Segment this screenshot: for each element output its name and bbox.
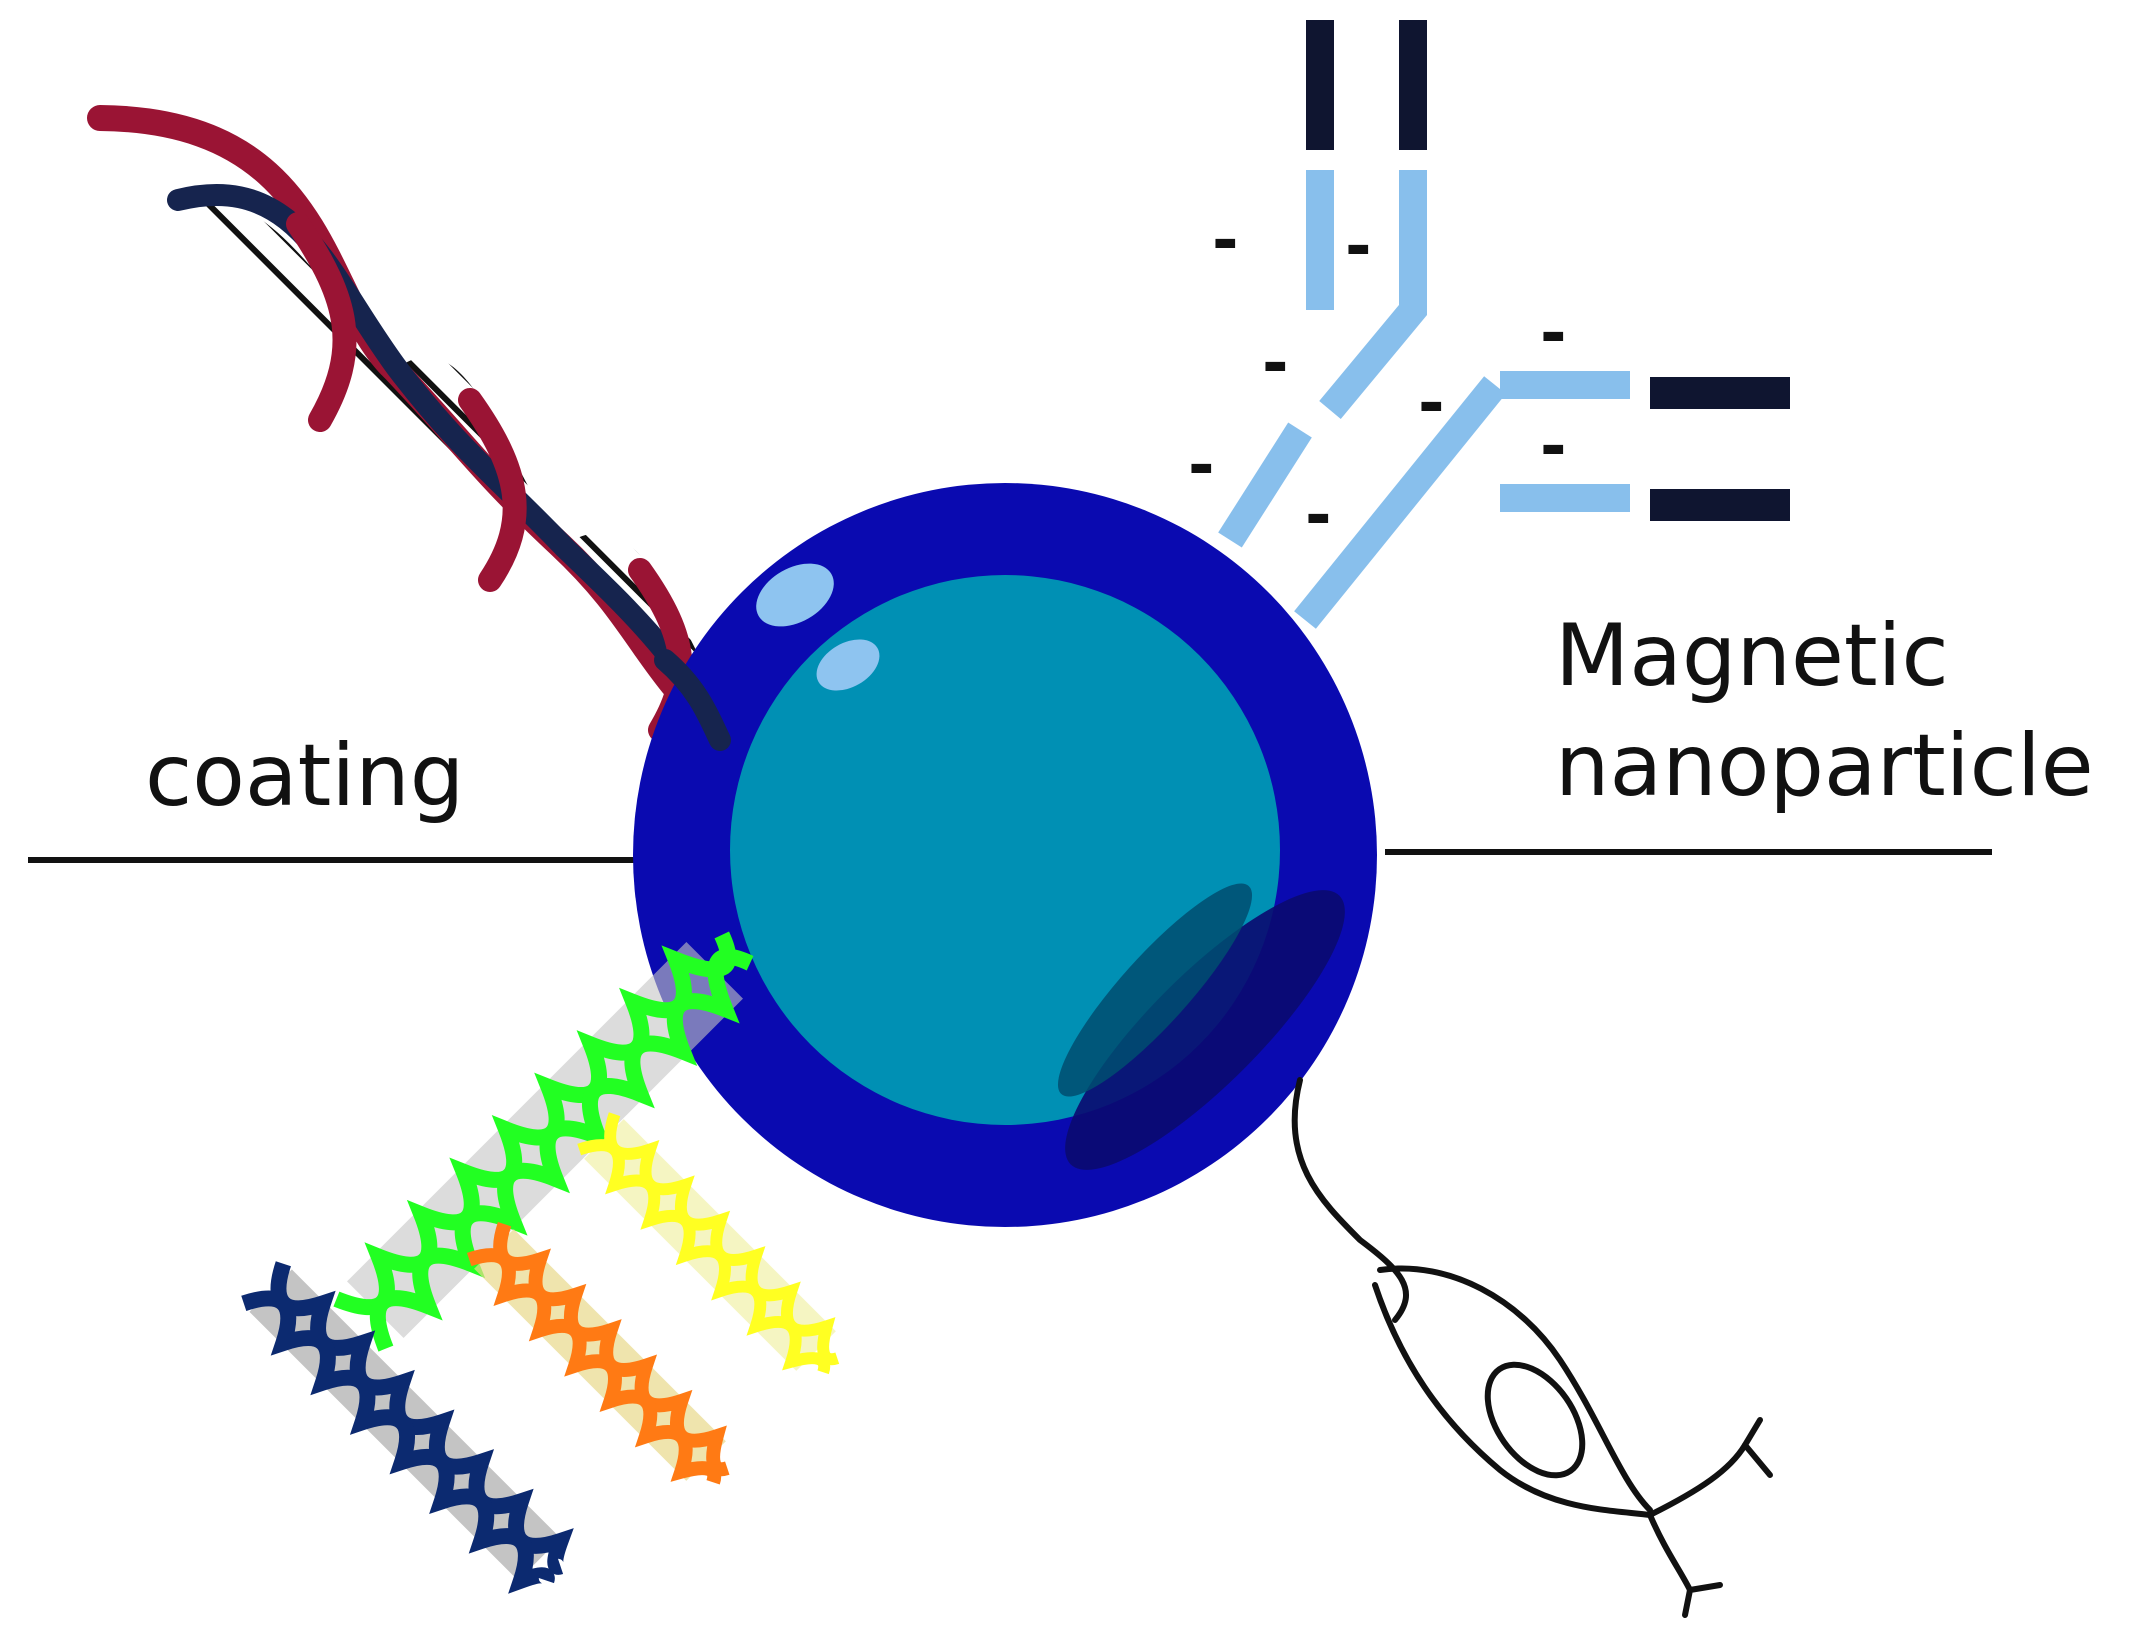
dna-double-helix-icon	[87, 105, 748, 791]
coating-label: coating	[145, 726, 464, 826]
aptamer-strand-icon	[241, 931, 840, 1594]
charge-sign: -	[1305, 479, 1332, 553]
charge-sign: -	[1540, 410, 1567, 484]
charge-sign: -	[1212, 204, 1239, 278]
magnetic-nanoparticle	[633, 483, 1377, 1227]
charge-sign: -	[1262, 327, 1289, 401]
antibody-icon	[1218, 20, 1790, 629]
charge-sign: -	[1540, 297, 1567, 371]
dna-tail	[654, 649, 731, 751]
core-highlight	[816, 639, 880, 691]
particle-label-line1: Magnetic	[1555, 606, 1949, 706]
cell-icon	[1291, 1077, 1773, 1618]
charge-sign: -	[1188, 429, 1215, 503]
core-shadow	[1057, 883, 1253, 1097]
charge-sign: -	[1345, 210, 1372, 284]
shell-shadow	[1065, 890, 1345, 1170]
shell-highlight	[756, 563, 834, 627]
charge-markers: - - - - - - - -	[1188, 204, 1567, 553]
particle-label-line2: nanoparticle	[1555, 716, 2094, 816]
charge-sign: -	[1418, 367, 1445, 441]
